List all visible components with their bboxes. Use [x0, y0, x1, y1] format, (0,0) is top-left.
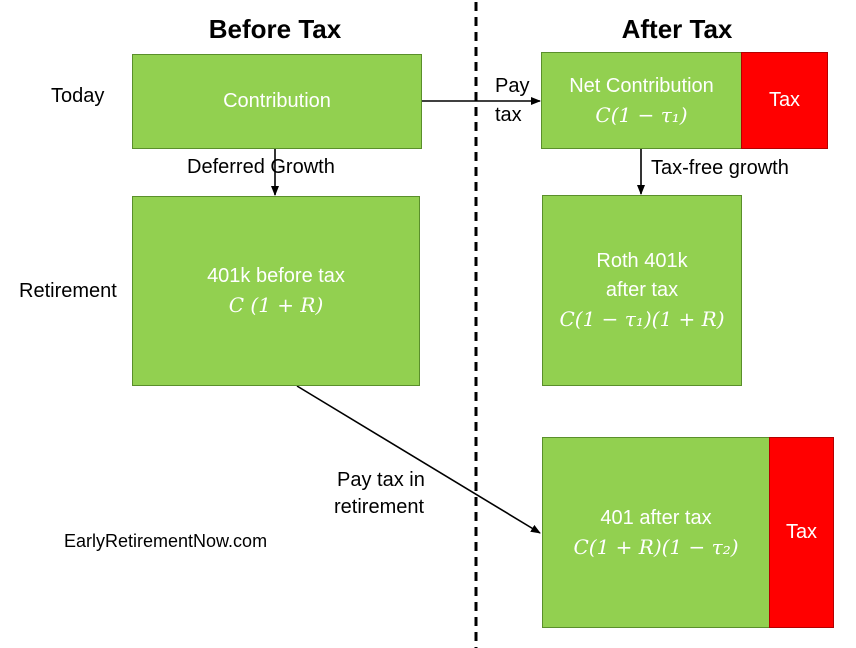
net-contribution-formula: C(1 − τ₁) [595, 102, 688, 127]
contribution-box: Contribution [132, 54, 422, 149]
today-label: Today [51, 85, 105, 107]
before-tax-heading: Before Tax [208, 14, 342, 44]
pay-tax-retirement-label-line1: Pay tax in [337, 469, 425, 491]
tax-bottom-label: Tax [785, 521, 818, 543]
roth-401k-title-line1: Roth 401k [596, 250, 688, 272]
before-tax-401k-box: 401k before tax C (1 + R) [132, 196, 420, 386]
tax-box-top: Tax [741, 52, 828, 149]
roth-401k-title-line2: after tax [605, 279, 679, 301]
before-tax-401k-title: 401k before tax [207, 265, 345, 287]
pay-tax-label-line1: Pay [495, 75, 530, 97]
tax-free-growth-label: Tax-free growth [651, 157, 789, 179]
site-credit: EarlyRetirementNow.com [64, 531, 268, 551]
after-tax-401-box: 401 after tax C(1 + R)(1 − τ₂) [542, 437, 770, 628]
after-tax-401-title: 401 after tax [600, 506, 712, 529]
tax-top-label: Tax [768, 89, 801, 111]
net-contribution-title: Net Contribution [569, 74, 714, 97]
pay-tax-retirement-arrow [296, 385, 541, 534]
pay-tax-retirement-label-line2: retirement [334, 496, 425, 518]
pay-tax-label-line2: tax [495, 104, 522, 126]
deferred-growth-label: Deferred Growth [187, 156, 335, 178]
before-tax-401k-formula: C (1 + R) [228, 293, 324, 317]
tax-box-bottom: Tax [769, 437, 834, 628]
after-tax-401-formula: C(1 + R)(1 − τ₂) [573, 534, 739, 559]
roth-401k-formula: C(1 − τ₁)(1 + R) [559, 307, 725, 331]
net-contribution-box: Net Contribution C(1 − τ₁) [541, 52, 742, 149]
contribution-title: Contribution [223, 90, 331, 112]
retirement-label: Retirement [19, 280, 117, 302]
after-tax-heading: After Tax [621, 14, 733, 44]
roth-401k-box: Roth 401k after tax C(1 − τ₁)(1 + R) [542, 195, 742, 386]
